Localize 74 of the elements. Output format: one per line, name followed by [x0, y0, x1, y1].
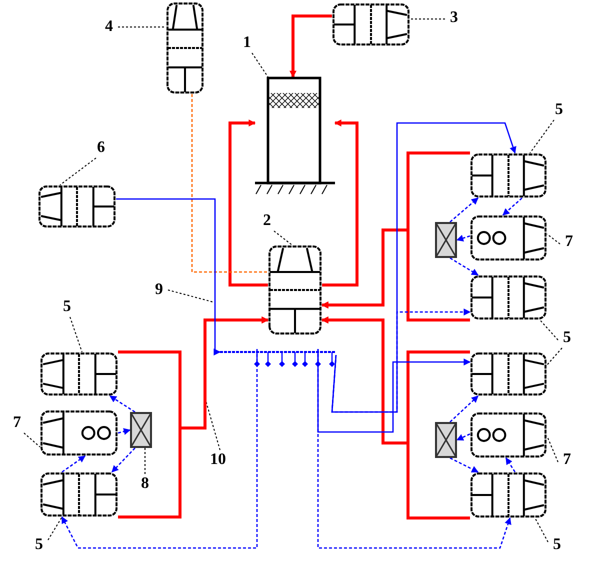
- storage-tank-drawing: [255, 77, 335, 195]
- leader-line: [24, 432, 40, 448]
- leader-line: [60, 158, 96, 186]
- callout-number: 5: [558, 328, 576, 348]
- vehicle-drawing: [470, 275, 547, 320]
- tanker-vehicle-drawing: [470, 412, 547, 458]
- vehicle-drawing: [470, 153, 547, 198]
- crossed-box: [435, 422, 457, 458]
- callout-number: 9: [150, 280, 168, 300]
- arrow: [321, 316, 470, 520]
- arrow: [321, 228, 470, 322]
- arrow: [450, 396, 479, 422]
- arrow: [118, 316, 269, 518]
- vehicle-drawing: [332, 3, 410, 46]
- leader-line: [48, 516, 62, 540]
- leader-line: [546, 234, 560, 244]
- arrow: [450, 257, 479, 276]
- arrow: [331, 122, 516, 413]
- arrow: [109, 395, 136, 413]
- arrow: [118, 428, 131, 435]
- leader-line: [274, 230, 292, 246]
- callout-number: 4: [100, 17, 118, 37]
- leader-line: [118, 26, 166, 28]
- vehicle-drawing: [40, 352, 118, 396]
- arrow: [450, 198, 479, 222]
- tanker-vehicle-drawing: [470, 215, 547, 261]
- callout-number: 7: [560, 232, 578, 252]
- vehicle-drawing: [470, 472, 547, 518]
- leader-line: [540, 320, 558, 340]
- arrow: [505, 457, 516, 472]
- arrow: [456, 234, 470, 242]
- vehicle-drawing: [470, 352, 547, 396]
- vehicle-drawing: [40, 472, 118, 517]
- leader-line: [546, 436, 558, 462]
- distribution-bar: [220, 349, 336, 369]
- crossed-box: [435, 222, 457, 258]
- arrow: [331, 308, 471, 413]
- arrow: [456, 433, 470, 441]
- vehicle-drawing: [166, 2, 204, 94]
- arrow: [502, 198, 522, 216]
- connector-line: [191, 94, 268, 273]
- callout-number: 10: [206, 450, 230, 470]
- callout-number: 1: [238, 33, 256, 53]
- vehicle-drawing: [268, 245, 322, 335]
- crossed-box: [130, 412, 152, 448]
- leader-line: [410, 18, 446, 20]
- tanker-vehicle-drawing: [40, 410, 118, 456]
- leader-line: [144, 448, 146, 474]
- leader-line: [252, 52, 268, 78]
- arrow: [228, 120, 268, 286]
- arrow: [116, 198, 221, 356]
- callout-number: 2: [258, 211, 276, 231]
- callout-number: 5: [58, 297, 76, 317]
- callout-number: 8: [136, 474, 154, 494]
- callout-number: 6: [92, 138, 110, 158]
- leader-line: [70, 316, 82, 352]
- leader-line: [530, 120, 554, 154]
- arrow: [62, 455, 86, 473]
- arrow: [317, 349, 512, 549]
- arrow: [61, 349, 258, 549]
- leader-line: [534, 518, 548, 542]
- arrow: [290, 14, 332, 78]
- callout-number: 7: [8, 413, 26, 433]
- callout-number: 5: [548, 535, 566, 555]
- callout-number: 7: [558, 450, 576, 470]
- arrow: [450, 457, 479, 473]
- callout-number: 3: [445, 8, 463, 28]
- leader-line: [168, 290, 214, 302]
- leader-line: [546, 348, 562, 366]
- arrow: [112, 448, 136, 472]
- callout-number: 5: [550, 100, 568, 120]
- arrow: [322, 120, 358, 286]
- callout-number: 5: [30, 535, 48, 555]
- vehicle-drawing: [38, 185, 116, 228]
